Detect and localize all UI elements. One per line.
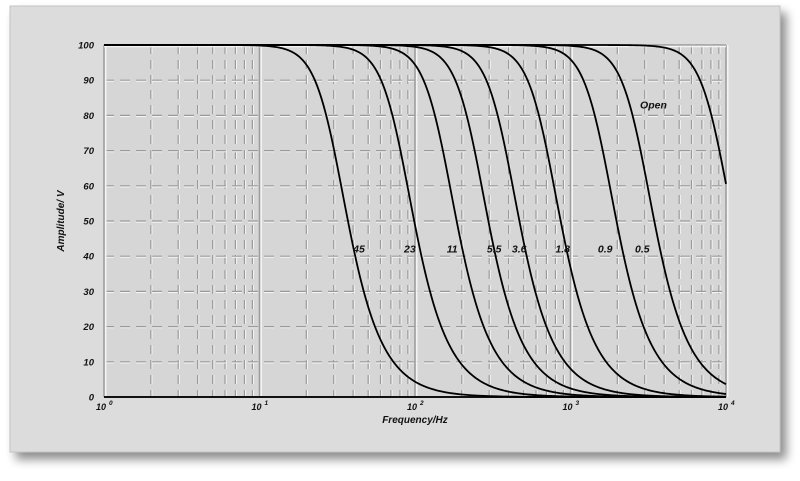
x-tick-label: 10 bbox=[562, 402, 572, 412]
curve-Open bbox=[104, 44, 727, 185]
y-tick-label: 0 bbox=[89, 393, 95, 404]
x-tick-exponent: 4 bbox=[730, 400, 735, 407]
curve-labels: 45 23 11 5.5 3.6 1.8 0.9 0.5 Open bbox=[352, 99, 667, 255]
x-tick-label: 10 bbox=[718, 402, 728, 412]
curve-label-5.5: 5.5 bbox=[487, 244, 502, 256]
curve-label-0.5: 0.5 bbox=[635, 244, 650, 256]
minor-grid bbox=[104, 44, 726, 397]
major-grid bbox=[103, 45, 729, 397]
y-tick-label: 30 bbox=[83, 287, 94, 298]
y-tick-label: 50 bbox=[83, 217, 94, 228]
y-tick-label: 10 bbox=[83, 357, 94, 368]
x-tick-exponent: 3 bbox=[576, 400, 580, 407]
curve-label-45: 45 bbox=[352, 244, 365, 256]
y-axis-label: Amplitude/ V bbox=[56, 189, 67, 252]
y-tick-label: 40 bbox=[82, 252, 94, 263]
curve-label-23: 23 bbox=[403, 244, 416, 256]
x-tick-exponent: 2 bbox=[419, 400, 424, 407]
y-tick-label: 70 bbox=[83, 146, 94, 157]
y-tick-label: 100 bbox=[78, 41, 95, 52]
x-tick-label: 10 bbox=[251, 402, 261, 412]
x-tick-label: 10 bbox=[96, 402, 106, 412]
curve-label-Open: Open bbox=[640, 99, 667, 111]
x-axis-label: Frequency/Hz bbox=[382, 415, 448, 426]
curves bbox=[104, 44, 727, 398]
x-tick-label: 10 bbox=[407, 402, 417, 412]
y-tick-label: 90 bbox=[83, 76, 94, 87]
y-tick-label: 60 bbox=[83, 181, 94, 192]
x-tick-exponent: 0 bbox=[109, 400, 113, 407]
curve-label-3.6: 3.6 bbox=[512, 244, 527, 256]
x-tick-exponent: 1 bbox=[265, 400, 269, 407]
y-tick-labels: 0 10 20 30 40 50 60 70 80 90 100 bbox=[78, 41, 95, 404]
curve-label-1.8: 1.8 bbox=[555, 244, 570, 256]
y-tick-label: 20 bbox=[82, 322, 94, 333]
curve-label-0.9: 0.9 bbox=[598, 244, 613, 256]
curve-label-11: 11 bbox=[447, 244, 458, 256]
y-tick-label: 80 bbox=[83, 111, 94, 122]
